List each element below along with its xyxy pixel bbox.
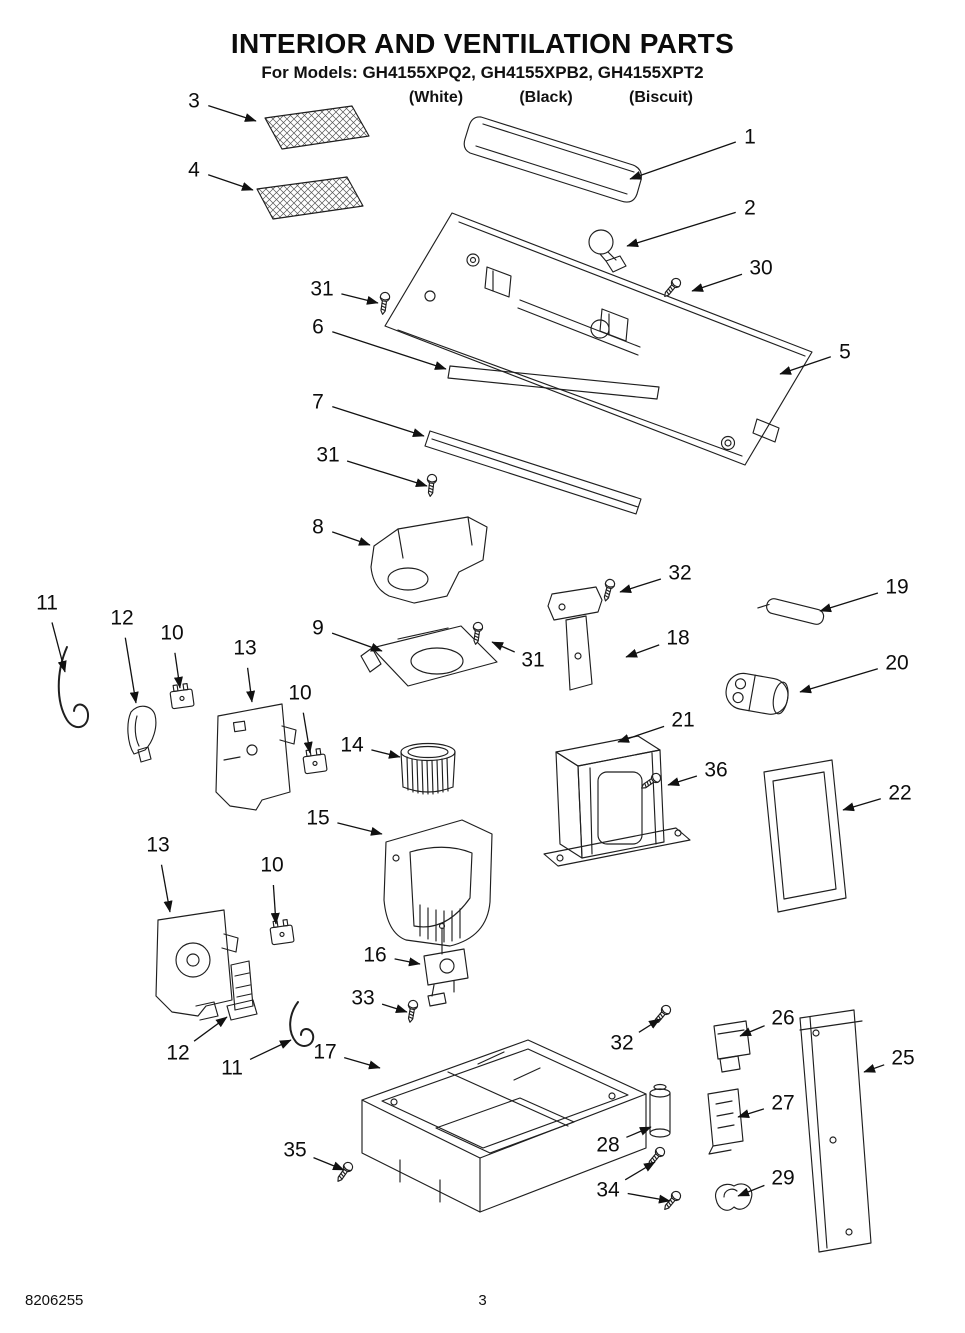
part-11-hook-upper [57, 646, 90, 729]
callout-2: 2 [744, 196, 756, 220]
callout-35: 35 [283, 1138, 307, 1162]
part-13-bracket-lower [155, 909, 239, 1021]
part-17-base-pan [361, 1039, 647, 1213]
callout-16: 16 [363, 943, 387, 967]
part-8-duct [370, 516, 488, 604]
callout-36: 36 [704, 758, 728, 782]
callout-7: 7 [312, 390, 324, 414]
part-21-transformer [543, 735, 691, 867]
page-number: 3 [478, 1292, 487, 1309]
callout-3: 3 [188, 89, 200, 113]
part-29-clamp [714, 1183, 753, 1211]
part-19-fuse [757, 598, 825, 625]
part-16-thermostat [423, 922, 469, 1007]
part-12-latch-lower [226, 960, 258, 1021]
color-variant-black: (Black) [519, 89, 573, 106]
part-25-side-channel [799, 1009, 872, 1253]
callout-30: 30 [749, 256, 773, 280]
part-13-bracket-upper [215, 703, 297, 811]
callout-28: 28 [596, 1133, 620, 1157]
callout-13: 13 [146, 833, 170, 857]
callout-31: 31 [316, 443, 340, 467]
part-18-bracket [547, 586, 603, 691]
callout-10: 10 [160, 621, 184, 645]
callout-4: 4 [188, 158, 200, 182]
part-12-latch-upper [127, 705, 157, 763]
document-number: 8206255 [25, 1292, 84, 1309]
callout-6: 6 [312, 315, 324, 339]
part-27-bracket [707, 1088, 744, 1155]
callout-31: 31 [521, 648, 545, 672]
part-2-bulb [588, 229, 627, 273]
callout-14: 14 [340, 733, 364, 757]
callout-20: 20 [885, 651, 909, 675]
callout-11: 11 [36, 591, 58, 615]
callout-11: 11 [221, 1056, 243, 1080]
callout-1: 1 [744, 125, 756, 149]
callout-34: 34 [596, 1178, 620, 1202]
callout-31: 31 [310, 277, 334, 301]
callout-29: 29 [771, 1166, 795, 1190]
callout-32: 32 [610, 1031, 634, 1055]
callout-8: 8 [312, 515, 324, 539]
part-20-capacitor [725, 672, 789, 715]
callout-22: 22 [888, 781, 912, 805]
part-4-filter [256, 176, 364, 220]
color-variant-biscuit: (Biscuit) [629, 89, 693, 106]
callout-32: 32 [668, 561, 692, 585]
callout-27: 27 [771, 1091, 795, 1115]
callout-33: 33 [351, 986, 375, 1010]
models-line: For Models: GH4155XPQ2, GH4155XPB2, GH41… [261, 63, 704, 82]
callout-9: 9 [312, 616, 324, 640]
part-28-spacer [649, 1083, 671, 1138]
callout-12: 12 [166, 1041, 190, 1065]
color-variant-white: (White) [408, 89, 464, 106]
part-5-top-panel [384, 212, 813, 466]
callout-25: 25 [891, 1046, 915, 1070]
part-22-side-panel [763, 759, 847, 913]
callout-17: 17 [313, 1040, 337, 1064]
part-9-plate [360, 625, 498, 687]
callout-13: 13 [233, 636, 257, 660]
callout-19: 19 [885, 575, 909, 599]
callout-21: 21 [671, 708, 695, 732]
callout-15: 15 [306, 806, 330, 830]
part-14-blower-wheel [400, 742, 456, 795]
part-7-channel [424, 430, 642, 515]
callout-5: 5 [839, 340, 851, 364]
page-title: INTERIOR AND VENTILATION PARTS [230, 28, 735, 59]
part-3-filter [264, 105, 370, 150]
callout-18: 18 [666, 626, 690, 650]
callout-10: 10 [260, 853, 284, 877]
part-11-hook-lower [289, 1001, 315, 1047]
callout-10: 10 [288, 681, 312, 705]
part-6-strip [447, 365, 660, 400]
callout-12: 12 [110, 606, 134, 630]
callout-26: 26 [771, 1006, 795, 1030]
